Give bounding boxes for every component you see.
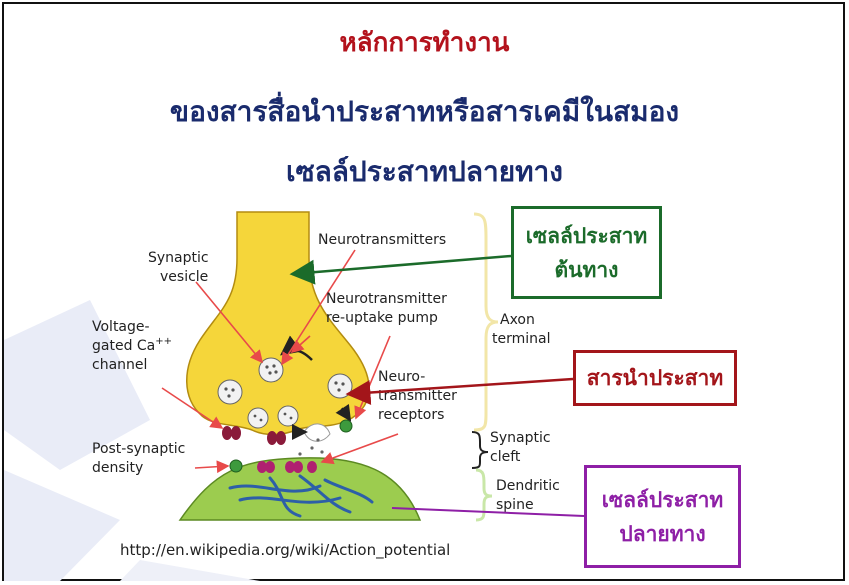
axon-terminal-brace	[474, 214, 498, 430]
presynaptic-connector	[292, 256, 511, 274]
label-synaptic-cleft: Synaptic cleft	[490, 430, 555, 465]
label-neurotransmitters: Neurotransmitters	[318, 232, 446, 248]
presynaptic-callout-line-1: เซลล์ประสาท	[526, 219, 648, 253]
neurotransmitter-callout-text: สารนำประสาท	[587, 361, 723, 395]
synaptic-cleft-brace	[472, 432, 488, 468]
postsynaptic-callout-line-1: เซลล์ประสาท	[602, 483, 724, 517]
source-url: http://en.wikipedia.org/wiki/Action_pote…	[120, 541, 450, 559]
postsynaptic-connector	[392, 508, 584, 516]
label-synaptic-vesicle: Synaptic vesicle	[148, 250, 213, 285]
label-axon-terminal: Axon terminal	[492, 312, 550, 347]
postsynaptic-callout-line-2: ปลายทาง	[619, 517, 705, 551]
presynaptic-callout: เซลล์ประสาท ต้นทาง	[511, 206, 662, 299]
postsynaptic-callout: เซลล์ประสาท ปลายทาง	[584, 465, 741, 568]
label-voltage-gated-channel: Voltage- gated Ca++ channel	[92, 319, 176, 373]
reuptake-receptor	[340, 420, 352, 432]
label-receptors: Neuro- transmitter receptors	[378, 369, 461, 423]
label-reuptake-pump: Neurotransmitter re-uptake pump	[326, 291, 451, 326]
label-post-synaptic-density: Post-synaptic density	[92, 441, 190, 476]
presynaptic-callout-line-2: ต้นทาง	[555, 253, 619, 287]
neurotransmitter-callout: สารนำประสาท	[573, 350, 737, 406]
label-dendritic-spine: Dendritic spine	[496, 478, 564, 513]
post-receptor	[230, 460, 242, 472]
